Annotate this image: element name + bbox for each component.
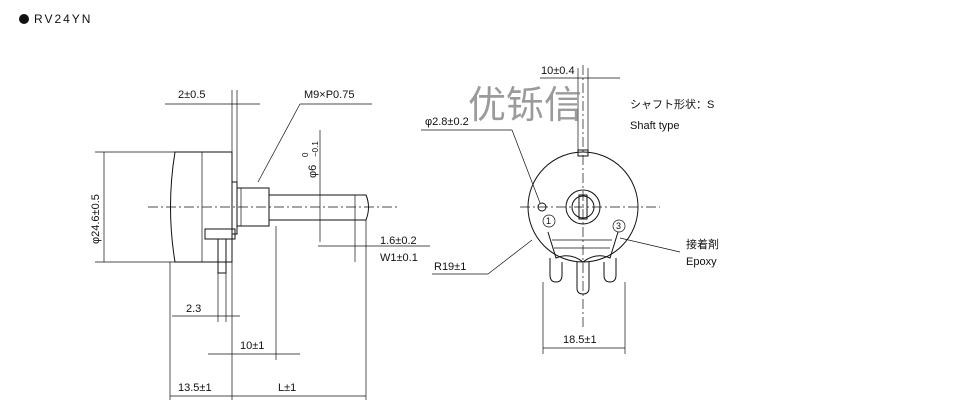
side-view: 2±0.5 M9×P0.75 φ24.6±0.5 φ6 0 −0.1 1.6±0…: [90, 89, 430, 400]
terminal-3-number: 3: [616, 221, 621, 231]
dim-body-dia-label: φ24.6±0.5: [90, 194, 102, 244]
locating-hole: [537, 202, 547, 212]
bushing: [236, 187, 270, 227]
dim-slot-width-label: W1±0.1: [380, 252, 418, 264]
shaft: [269, 194, 369, 221]
terminal-1-number: 1: [546, 216, 551, 226]
dim-shaft-dia-label: φ6: [307, 165, 319, 178]
title-bullet: [19, 14, 29, 24]
shaft-inner: [571, 195, 595, 219]
dim-slot-label: 10±0.4: [541, 65, 575, 77]
dim-shaft-tol-lower: −0.1: [311, 141, 320, 157]
dim-thread-label: M9×P0.75: [304, 89, 354, 101]
dim-flange-label: 2±0.5: [178, 89, 205, 101]
terminal-2: [576, 262, 590, 295]
watermark-text: 优铄信: [468, 83, 582, 127]
leader-line: [257, 103, 301, 183]
leader-line: [511, 129, 541, 204]
dim-hole-label: φ2.8±0.2: [425, 116, 469, 128]
terminal-leg: [217, 238, 227, 274]
epoxy-hatch: [552, 239, 612, 249]
dim-bushing-label: 10±1: [240, 340, 264, 352]
shaft-type-jp: シャフト形状：S: [630, 97, 714, 111]
dim-terminal-label: 2.3: [186, 303, 201, 315]
body-outline: [170, 151, 233, 263]
leader-line: [487, 239, 533, 275]
shaft-circle: [565, 189, 601, 225]
shaft-slot: [578, 194, 588, 220]
leader-line: [619, 237, 681, 253]
drawing-title: RV24YN: [34, 12, 92, 26]
dim-pitch-label: 18.5±1: [563, 334, 597, 346]
terminal-1-marker: [542, 214, 556, 228]
top-notch: [577, 149, 589, 157]
epoxy-jp: 接着剤: [686, 237, 719, 251]
terminal-3: [603, 258, 617, 283]
flange-plate: [231, 181, 238, 235]
epoxy-area: [547, 231, 619, 263]
dim-slot-depth-label: 1.6±0.2: [380, 235, 417, 247]
dim-radius-label: R19±1: [434, 261, 466, 273]
terminal-3-marker: [612, 219, 626, 233]
front-view: 1 3 10±0.4 φ2.8±0.2 シャフト形状：S Shaft type …: [421, 65, 719, 354]
shaft-type-en: Shaft type: [630, 120, 680, 132]
terminal-base: [204, 228, 236, 240]
terminal-1: [549, 258, 563, 283]
epoxy-en: Epoxy: [686, 256, 717, 268]
dim-body-len-label: 13.5±1: [178, 382, 212, 394]
dim-shaft-tol-upper: 0: [301, 152, 310, 157]
dim-shaft-len-label: L±1: [278, 382, 296, 394]
